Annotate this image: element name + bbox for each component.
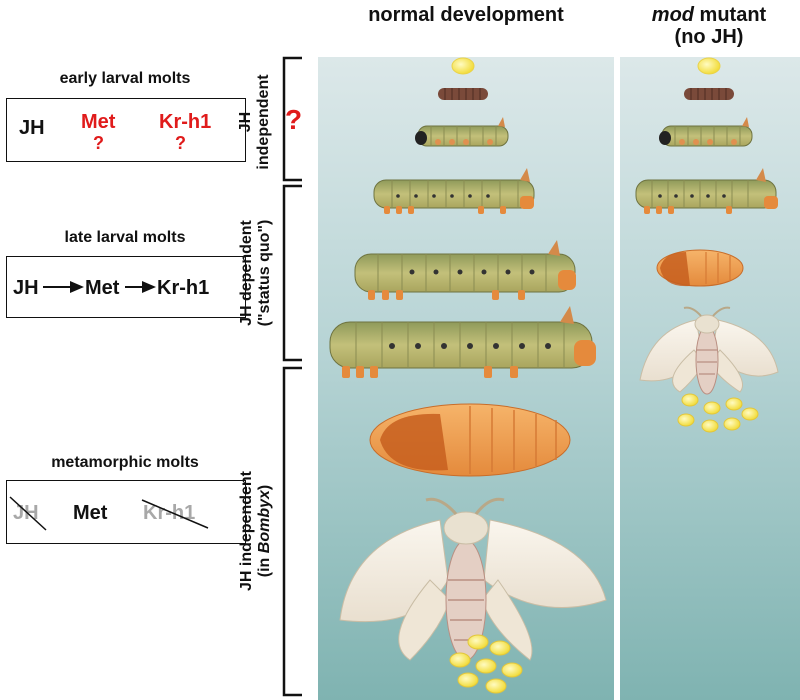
gene-met-late: Met xyxy=(85,277,120,299)
title-early-larval-molts: early larval molts xyxy=(59,70,191,87)
hatchling-larva-icon xyxy=(438,88,488,100)
question-met-early: ? xyxy=(93,133,104,153)
gene-met-meta: Met xyxy=(73,502,108,524)
moth-mutant-icon xyxy=(639,306,779,395)
gene-jh-meta-inactive: JH xyxy=(13,502,39,524)
egg-mutant-icon xyxy=(697,57,721,75)
header-mod-mutant: mod mutant (no JH) xyxy=(618,4,800,48)
big-question-mark: ? xyxy=(285,104,303,135)
strike-krh1 xyxy=(141,499,209,529)
larva-instar-2-icon xyxy=(415,117,509,147)
larva-instar-5-icon xyxy=(329,306,596,378)
bracket-jh-dependent xyxy=(282,184,302,362)
box-early-larval-molts: JH Met ? Kr-h1 ? xyxy=(6,98,246,162)
arrow-jh-to-met xyxy=(43,281,84,293)
hatchling-larva-mutant-icon xyxy=(684,88,734,100)
title-late-larval-molts: late larval molts xyxy=(64,229,186,246)
pupa-normal-icon xyxy=(369,403,571,477)
gene-jh-late: JH xyxy=(13,277,39,299)
larva-instar-3-mutant-icon xyxy=(635,168,778,214)
bracket-jh-independent-bombyx xyxy=(282,366,302,697)
header-mod-italic: mod xyxy=(651,4,694,26)
header-mutant-text: mutant xyxy=(694,4,767,26)
title-metamorphic-molts: metamorphic molts xyxy=(51,454,199,471)
header-normal-development: normal development xyxy=(368,4,564,26)
eggs-mutant-icon xyxy=(677,393,759,433)
larva-instar-3-icon xyxy=(373,168,535,214)
eggs-normal-icon xyxy=(449,634,523,694)
gene-krh1-late: Kr-h1 xyxy=(157,277,210,299)
gene-met-early: Met xyxy=(81,111,116,133)
gene-jh-early: JH xyxy=(19,117,45,139)
moth-normal-icon xyxy=(339,497,607,661)
arrow-met-to-krh1 xyxy=(125,281,156,293)
gene-krh1-meta-inactive: Kr-h1 xyxy=(143,502,196,524)
pupa-mutant-icon xyxy=(656,249,744,287)
egg-icon xyxy=(451,57,475,75)
strike-jh xyxy=(9,496,47,531)
larva-instar-2-mutant-icon xyxy=(659,117,753,147)
header-no-jh: (no JH) xyxy=(674,26,744,48)
box-metamorphic-molts: JH Met Kr-h1 xyxy=(6,480,246,544)
gene-krh1-early: Kr-h1 xyxy=(159,111,212,133)
bracket-jh-independent xyxy=(282,56,302,182)
question-krh1-early: ? xyxy=(175,133,186,153)
larva-instar-4-icon xyxy=(354,240,576,300)
